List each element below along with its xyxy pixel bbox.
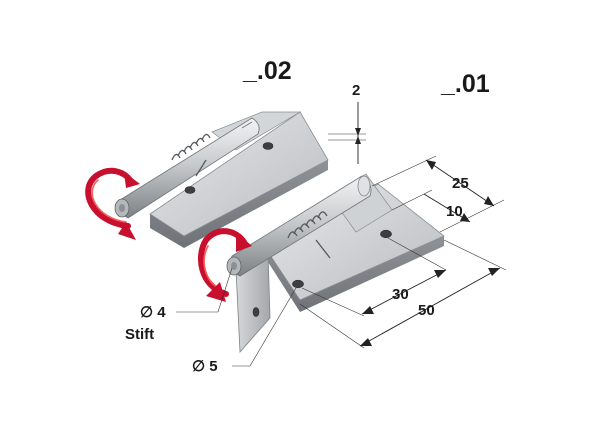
pin-diameter-label: ∅ 4 (140, 304, 166, 321)
dim-offset: 10 (446, 203, 463, 220)
hinge-02-model (114, 111, 329, 248)
hinge-02-plate (149, 111, 329, 237)
hinge-01-hole (292, 279, 304, 289)
variant-label-upper: _.02 (242, 57, 292, 85)
pin-word-label: Stift (125, 326, 154, 343)
hinge-02-hole (184, 186, 196, 194)
rotation-arrow-icon (197, 228, 252, 302)
hinge-02-spring (171, 133, 211, 177)
hinge-01-hole (380, 229, 392, 239)
rotation-arrow-icon (85, 167, 140, 240)
dim-thickness: 2 (352, 82, 360, 99)
variant-label-lower: _.01 (440, 70, 490, 98)
dim-hole-distance: 30 (392, 286, 409, 303)
dim-pitch: 25 (452, 175, 469, 192)
hole-diameter-label: ∅ 5 (192, 358, 218, 375)
hinge-02-hole (262, 142, 274, 150)
hinge-01-model (226, 173, 445, 354)
dim-width: 50 (418, 302, 435, 319)
hinge-01-spring (287, 211, 331, 259)
dimension-lines (176, 102, 507, 367)
